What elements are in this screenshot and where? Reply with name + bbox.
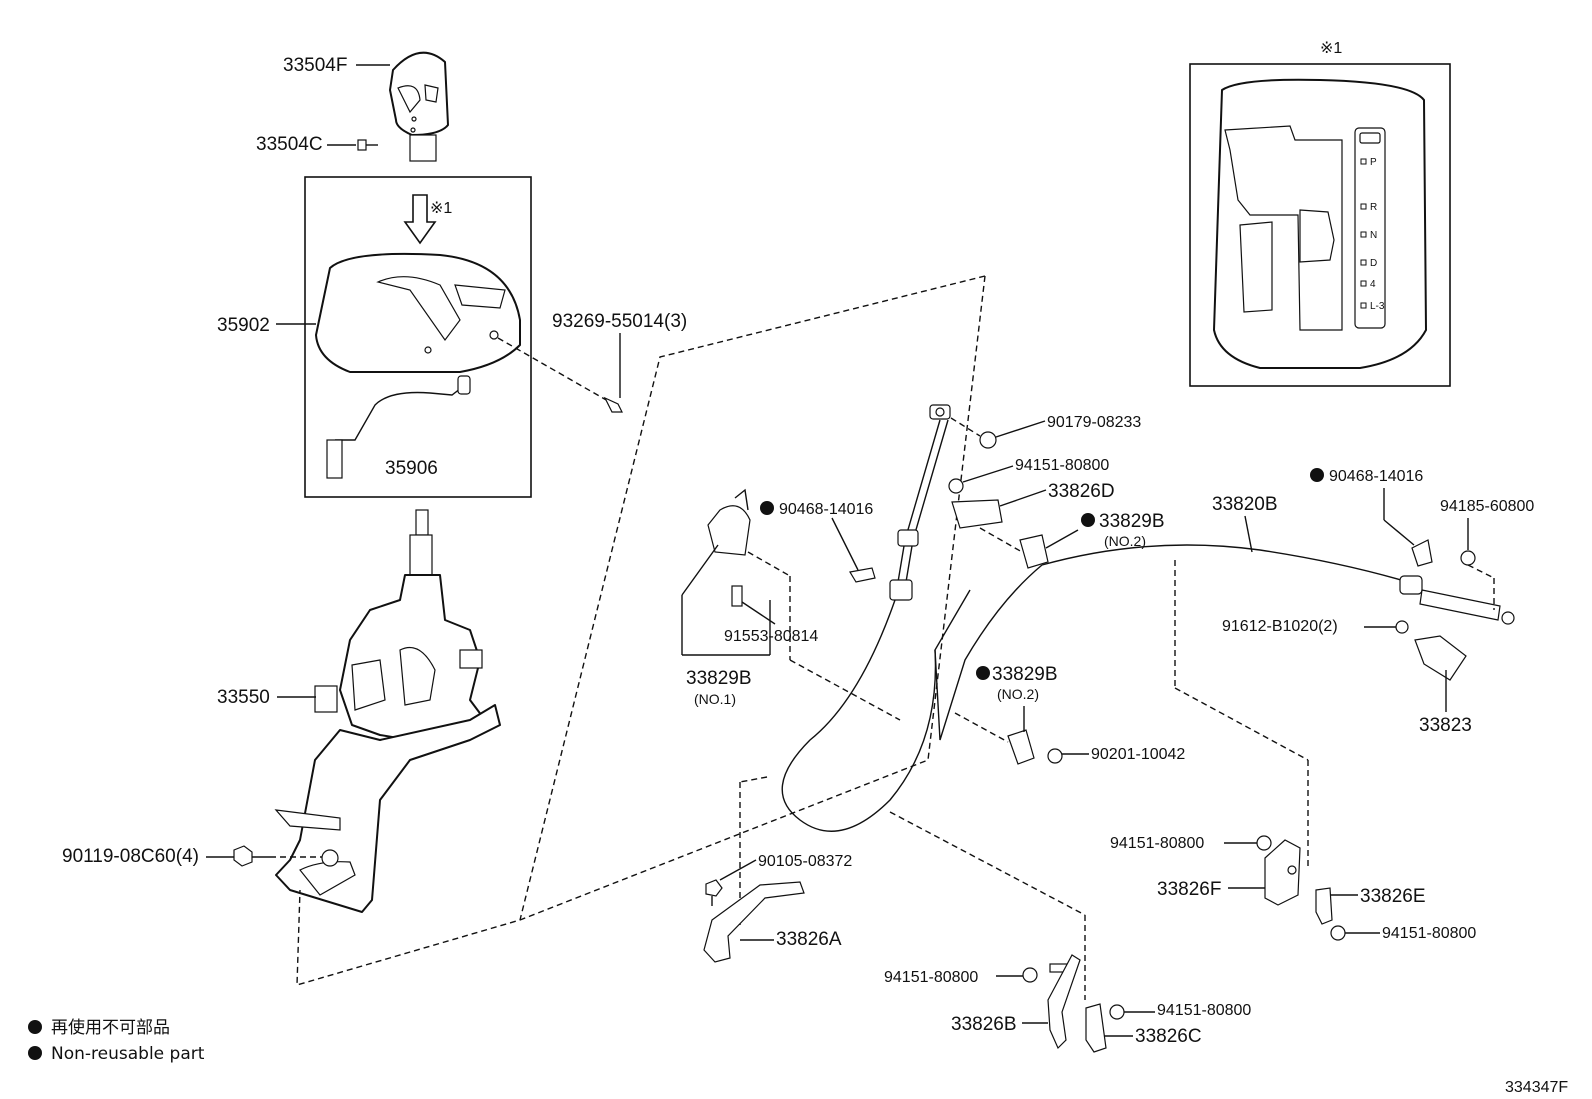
part-number-90105: 90105-08372 xyxy=(758,853,852,870)
nut-94151-c xyxy=(1330,925,1346,941)
legend-japanese: 再使用不可部品 xyxy=(51,1017,170,1038)
clip-90468-left xyxy=(849,567,876,583)
part-number-33826E: 33826E xyxy=(1360,886,1426,907)
gear-marker xyxy=(1360,259,1367,266)
legend-english: Non-reusable part xyxy=(51,1044,205,1064)
part-number-35906: 35906 xyxy=(385,458,438,479)
console-cover xyxy=(315,252,521,373)
gear-position-label: D xyxy=(1370,258,1377,269)
clamp-33829B-upper xyxy=(1019,534,1049,569)
nut-94151-top xyxy=(948,478,964,494)
inset-box xyxy=(1189,63,1451,387)
part-number-33826A: 33826A xyxy=(776,929,842,950)
direction-arrow-icon xyxy=(403,194,437,245)
part-number-33826F: 33826F xyxy=(1157,879,1221,900)
part-number-90468-a: 90468-14016 xyxy=(779,501,873,518)
part-number-91612: 91612-B1020(2) xyxy=(1222,618,1338,635)
bracket-33826A xyxy=(703,881,805,963)
part-number-93269: 93269-55014(3) xyxy=(552,311,687,332)
part-number-35902: 35902 xyxy=(217,315,270,336)
gear-position-label: R xyxy=(1370,202,1377,213)
clip-90179 xyxy=(979,431,997,449)
clamp-33829B-no1 xyxy=(707,488,751,556)
bracket-33826E xyxy=(1315,887,1333,925)
part-number-90201: 90201-10042 xyxy=(1091,746,1185,763)
bolt-91553 xyxy=(731,585,743,607)
washer-90201 xyxy=(1047,748,1063,764)
gear-position-label: N xyxy=(1370,230,1377,241)
gear-marker xyxy=(1360,231,1367,238)
part-number-33504F: 33504F xyxy=(283,55,347,76)
clamp-33829B-lower xyxy=(1007,729,1035,765)
bracket-33823 xyxy=(1414,635,1467,681)
bolt-90105 xyxy=(705,879,723,906)
shift-lever-assembly xyxy=(274,509,501,913)
shift-indicator-panel xyxy=(1213,78,1427,369)
control-cable-right xyxy=(934,544,1515,741)
bracket-33826D xyxy=(951,499,1003,529)
part-number-91553: 91553-80814 xyxy=(724,628,818,645)
reference-mark-1: ※1 xyxy=(430,200,452,217)
part-number-94151-c: 94151-80800 xyxy=(1382,925,1476,942)
part-number-33826D: 33826D xyxy=(1048,481,1115,502)
washer-94151-e xyxy=(1109,1004,1125,1020)
gear-marker xyxy=(1360,158,1367,165)
gear-marker xyxy=(1360,280,1367,287)
part-number-90468-b: 90468-14016 xyxy=(1329,468,1423,485)
part-number-33826B: 33826B xyxy=(951,1014,1017,1035)
inset-mark: ※1 xyxy=(1320,40,1342,57)
part-number-33504C: 33504C xyxy=(256,134,323,155)
assembly-box-35902 xyxy=(304,176,532,498)
bolt-90119 xyxy=(233,845,270,867)
nut-94151-b xyxy=(1256,835,1272,851)
gear-position-label: P xyxy=(1370,157,1377,168)
part-number-33550: 33550 xyxy=(217,687,270,708)
bracket-33826B xyxy=(1047,954,1081,1050)
part-number-33829B-a: 33829B xyxy=(1099,511,1165,532)
part-number-94185: 94185-60800 xyxy=(1440,498,1534,515)
bracket-33826C xyxy=(1085,1003,1107,1053)
part-number-94151-e: 94151-80800 xyxy=(1157,1002,1251,1019)
nut-94185 xyxy=(1460,550,1476,566)
gear-position-label: L-3 xyxy=(1370,301,1385,312)
part-number-33829B-b: 33829B xyxy=(992,664,1058,685)
part-number-94151-a: 94151-80800 xyxy=(1015,457,1109,474)
gear-marker xyxy=(1360,203,1367,210)
wire-harness xyxy=(326,375,471,479)
subtitle-no2-b: (NO.2) xyxy=(997,686,1039,702)
clip-90468-right xyxy=(1411,539,1433,567)
bolt-91612 xyxy=(1395,620,1409,634)
gear-indicators: P R N D 4L-3 xyxy=(1360,157,1385,312)
part-number-33829B-no1: 33829B xyxy=(686,668,752,689)
screw-33504C xyxy=(357,139,378,151)
part-number-33826C: 33826C xyxy=(1135,1026,1202,1047)
control-cable-center xyxy=(781,404,971,832)
screw-93269 xyxy=(603,396,623,413)
gear-position-label: 4 xyxy=(1370,279,1376,290)
part-number-90179: 90179-08233 xyxy=(1047,414,1141,431)
shift-knob xyxy=(389,51,449,162)
gear-marker xyxy=(1360,302,1367,309)
subtitle-no2-a: (NO.2) xyxy=(1104,533,1146,549)
subtitle-no1: (NO.1) xyxy=(694,691,736,707)
part-number-94151-d: 94151-80800 xyxy=(884,969,978,986)
bracket-33826F xyxy=(1264,839,1301,906)
nut-94151-d xyxy=(1022,963,1073,983)
part-number-94151-b: 94151-80800 xyxy=(1110,835,1204,852)
part-number-90119: 90119-08C60(4) xyxy=(62,846,199,867)
part-number-33823: 33823 xyxy=(1419,715,1472,736)
diagram-id: 334347F xyxy=(1505,1079,1568,1096)
part-number-33820B: 33820B xyxy=(1212,494,1278,515)
